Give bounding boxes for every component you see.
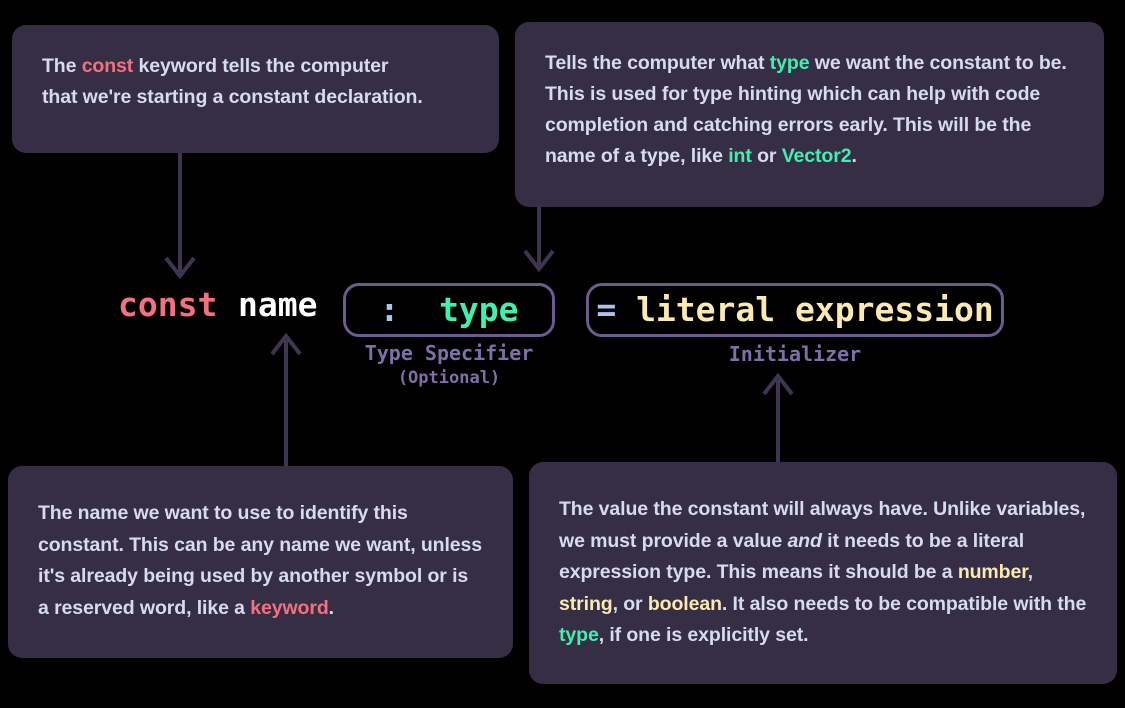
inline-keyword-vector2: Vector2 bbox=[781, 145, 852, 167]
callout-type-text: Tells the computer what type we want the… bbox=[545, 52, 1067, 167]
token-equals: = bbox=[596, 290, 617, 329]
inline-keyword-boolean: boolean bbox=[647, 592, 722, 615]
inline-emphasis-always: always bbox=[809, 498, 874, 520]
token-colon: : bbox=[379, 290, 400, 329]
inline-keyword-reserved: keyword bbox=[250, 596, 329, 619]
inline-keyword-const: const bbox=[81, 55, 134, 77]
inline-keyword-type-ref: type bbox=[559, 624, 599, 646]
callout-name-text: The name we want to use to identify this… bbox=[38, 502, 483, 619]
initializer-group: = literal expression bbox=[586, 283, 1004, 337]
callout-type-specifier: Tells the computer what type we want the… bbox=[515, 22, 1104, 207]
caption-type-specifier-label: Type Specifier bbox=[364, 341, 534, 365]
token-type: type bbox=[439, 290, 519, 329]
caption-initializer-label: Initializer bbox=[728, 342, 862, 366]
inline-emphasis-and: and bbox=[787, 529, 822, 552]
token-name: name bbox=[238, 285, 318, 324]
inline-keyword-int: int bbox=[728, 145, 752, 167]
type-specifier-group: : type bbox=[343, 283, 555, 337]
caption-type-specifier-optional: (Optional) bbox=[397, 368, 501, 388]
initializer-code: = literal expression bbox=[596, 290, 993, 330]
callout-name-identifier: The name we want to use to identify this… bbox=[8, 466, 513, 658]
token-literal-expression: literal expression bbox=[636, 290, 994, 329]
inline-keyword-number: number bbox=[957, 561, 1028, 583]
syntax-row: const name bbox=[0, 282, 1125, 342]
inline-keyword-string: string bbox=[559, 592, 613, 615]
caption-type-specifier: Type Specifier (Optional) bbox=[343, 340, 555, 390]
caption-initializer: Initializer bbox=[586, 341, 1004, 367]
callout-initializer-value: The value the constant will always have.… bbox=[529, 462, 1117, 684]
token-const: const bbox=[118, 285, 218, 324]
type-specifier-code: : type bbox=[379, 290, 518, 330]
callout-initializer-text: The value the constant will always have.… bbox=[559, 498, 1087, 646]
inline-keyword-type: type bbox=[769, 52, 810, 74]
